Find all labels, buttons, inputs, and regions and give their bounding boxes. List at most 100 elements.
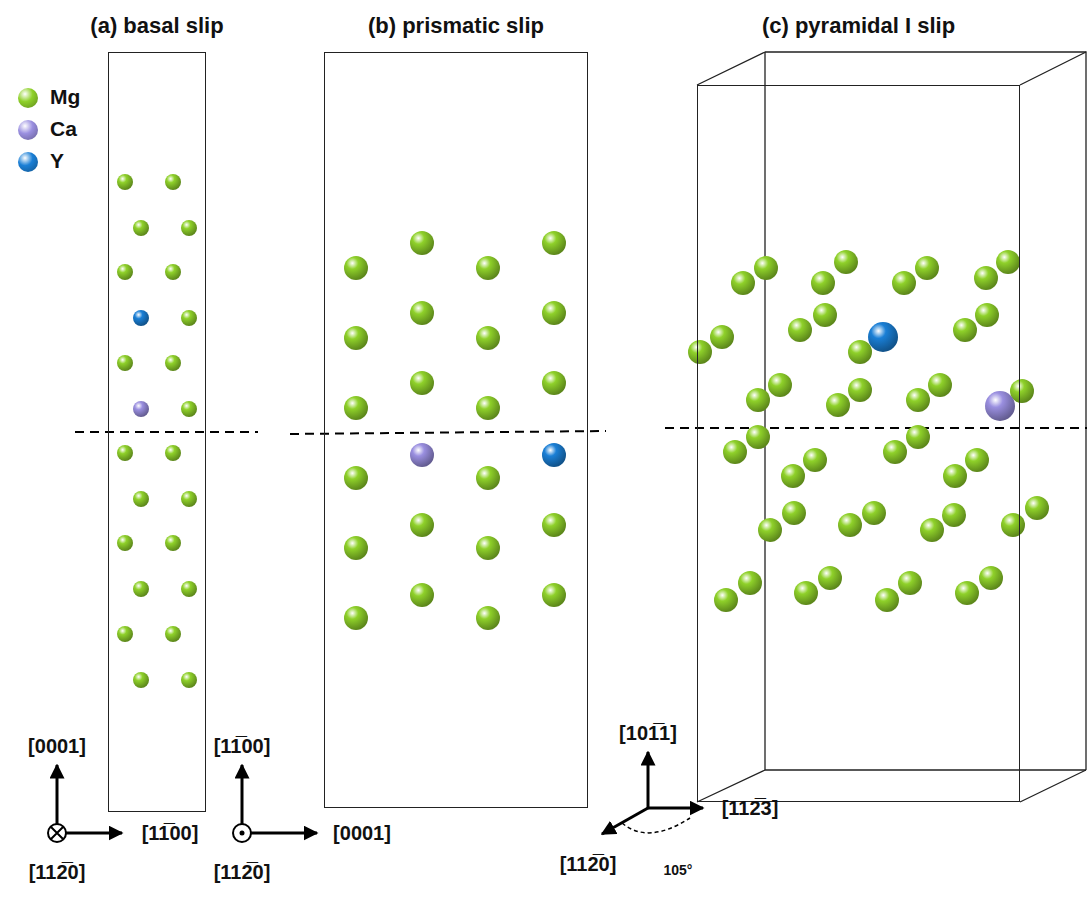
atom bbox=[688, 340, 712, 364]
atom bbox=[898, 571, 922, 595]
atom bbox=[133, 491, 149, 507]
simulation-cell: (a) basal slip bbox=[108, 52, 206, 812]
atom bbox=[848, 378, 872, 402]
axis-label: [0001] bbox=[333, 822, 391, 845]
atom bbox=[868, 322, 898, 352]
atom bbox=[996, 250, 1020, 274]
atom bbox=[181, 581, 197, 597]
axis-label: [112̅3] bbox=[722, 797, 779, 820]
atom bbox=[344, 326, 368, 350]
atom bbox=[955, 581, 979, 605]
atom bbox=[906, 388, 930, 412]
axis-label: [112̅0] bbox=[214, 861, 271, 884]
atom bbox=[181, 220, 197, 236]
atom bbox=[826, 393, 850, 417]
panel-title: (a) basal slip bbox=[90, 13, 223, 39]
atom bbox=[803, 448, 827, 472]
atom bbox=[344, 606, 368, 630]
legend-label: Y bbox=[50, 149, 64, 173]
atom bbox=[133, 581, 149, 597]
panel-title: (c) pyramidal I slip bbox=[762, 13, 955, 39]
axis-triad bbox=[602, 752, 703, 834]
axis-triad bbox=[233, 765, 317, 842]
atom bbox=[838, 513, 862, 537]
atom bbox=[542, 513, 566, 537]
atom bbox=[117, 535, 133, 551]
atom bbox=[985, 391, 1015, 421]
atom bbox=[794, 581, 818, 605]
simulation-cell: (c) pyramidal I slip bbox=[697, 85, 1020, 802]
atom bbox=[117, 174, 133, 190]
atom bbox=[892, 271, 916, 295]
atom bbox=[746, 388, 770, 412]
panel-title: (b) prismatic slip bbox=[368, 13, 544, 39]
atom bbox=[768, 373, 792, 397]
atom bbox=[133, 672, 149, 688]
atom bbox=[943, 464, 967, 488]
atom bbox=[818, 566, 842, 590]
atom bbox=[476, 396, 500, 420]
slip-plane bbox=[75, 428, 1087, 434]
atom bbox=[410, 371, 434, 395]
atom bbox=[344, 536, 368, 560]
atom bbox=[754, 256, 778, 280]
axis-label: [11̅00] bbox=[142, 822, 199, 845]
atom bbox=[344, 396, 368, 420]
atom bbox=[928, 373, 952, 397]
simulation-cell: (b) prismatic slip bbox=[324, 52, 588, 808]
atom bbox=[723, 440, 747, 464]
axis-label: [112̅0] bbox=[560, 853, 617, 876]
legend-swatch bbox=[18, 120, 38, 140]
atom bbox=[920, 518, 944, 542]
atom bbox=[165, 264, 181, 280]
atom bbox=[344, 256, 368, 280]
atom bbox=[813, 303, 837, 327]
atom bbox=[133, 401, 149, 417]
atom bbox=[1025, 496, 1049, 520]
atom bbox=[953, 318, 977, 342]
atom bbox=[181, 310, 197, 326]
atom bbox=[979, 566, 1003, 590]
atom bbox=[181, 491, 197, 507]
atom bbox=[117, 355, 133, 371]
atom bbox=[165, 626, 181, 642]
atom bbox=[758, 518, 782, 542]
atom bbox=[133, 310, 149, 326]
atom bbox=[542, 371, 566, 395]
atom bbox=[344, 466, 368, 490]
atom bbox=[476, 606, 500, 630]
axis-label: [112̅0] bbox=[29, 861, 86, 884]
atom bbox=[710, 325, 734, 349]
atom bbox=[542, 443, 566, 467]
atom bbox=[883, 440, 907, 464]
atom bbox=[410, 231, 434, 255]
legend-swatch bbox=[18, 152, 38, 172]
legend-label: Ca bbox=[50, 117, 77, 141]
legend-swatch bbox=[18, 88, 38, 108]
atom bbox=[875, 588, 899, 612]
atom bbox=[410, 513, 434, 537]
atom bbox=[165, 355, 181, 371]
atom bbox=[117, 626, 133, 642]
atom bbox=[714, 588, 738, 612]
atom bbox=[410, 443, 434, 467]
axis-label: 105° bbox=[664, 862, 693, 878]
atom bbox=[117, 264, 133, 280]
atom bbox=[788, 318, 812, 342]
axis-label: [11̅00] bbox=[214, 735, 271, 758]
atoms bbox=[117, 174, 1049, 688]
atom bbox=[165, 535, 181, 551]
axis-label: [101̅1] bbox=[619, 722, 677, 745]
atom bbox=[1010, 379, 1034, 403]
atom bbox=[476, 256, 500, 280]
atom bbox=[476, 466, 500, 490]
atom bbox=[782, 501, 806, 525]
atom bbox=[181, 401, 197, 417]
atom bbox=[165, 445, 181, 461]
atom bbox=[738, 571, 762, 595]
axis-triad bbox=[48, 765, 122, 842]
atom bbox=[975, 303, 999, 327]
atom bbox=[476, 536, 500, 560]
atom bbox=[410, 583, 434, 607]
